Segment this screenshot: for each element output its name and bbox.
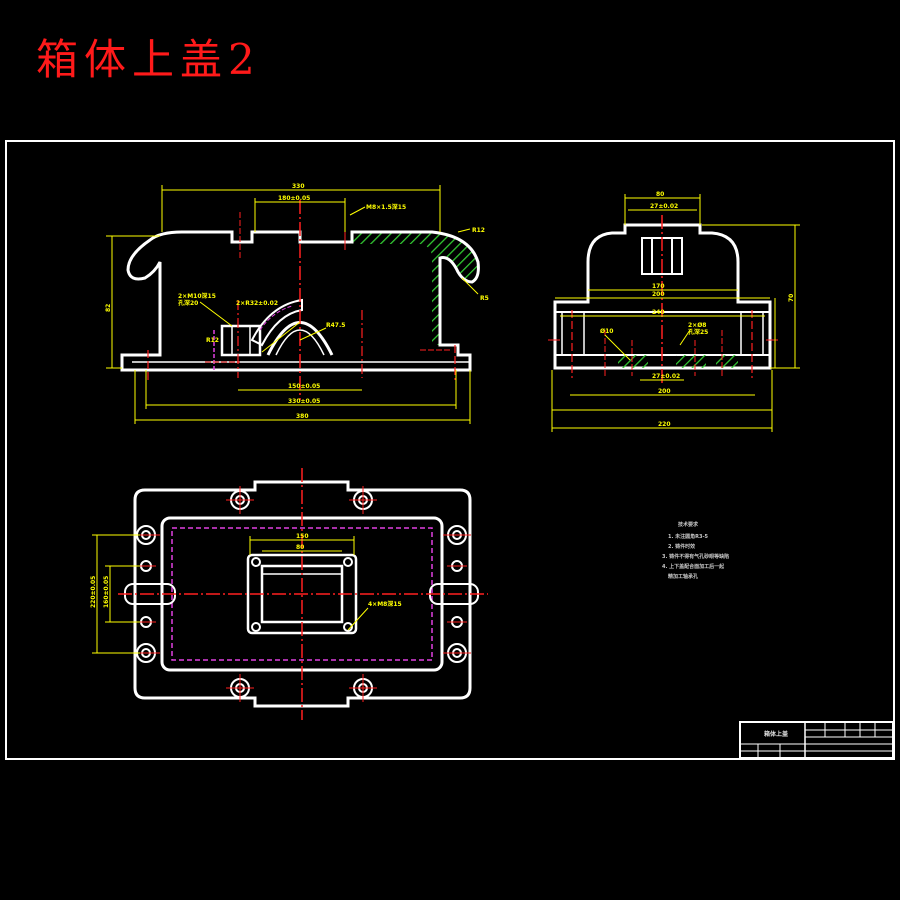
front-dim-r-right: R12 [472,227,485,234]
side-dim-top-tol: 27±0.02 [650,203,678,210]
tech-note-0: 技术要求 [678,521,699,528]
technical-requirements: 技术要求 1. 未注圆角R3-5 2. 铸件时效 3. 铸件不得有气孔砂眼等缺陷… [662,521,729,580]
side-view: 80 27±0.02 170 200 240 70 Ø10 2×Ø8 孔深25 … [548,191,800,432]
front-dim-r-lower: R5 [480,295,489,302]
drawing-title: 箱体上盖2 [36,35,261,84]
top-dim-inner-1: 150 [296,533,309,540]
front-leader-top: M8×1.5深15 [366,203,406,211]
front-view: 330 180±0.05 M8×1.5深15 R12 R5 82 2×M10深1… [105,183,489,424]
side-dim-bot-1: 200 [658,388,671,395]
top-hidden-outline [171,527,433,661]
front-dim-height-left: 82 [105,304,112,312]
front-dim-bottom-2: 330±0.05 [288,398,320,405]
front-rib [250,298,303,347]
front-dim-top-slot: 180±0.05 [278,195,310,202]
front-bore-note: 2×R32±0.02 [236,300,278,307]
title-block [739,721,894,759]
tech-note-2: 2. 铸件时效 [668,543,695,550]
tech-note-4: 4. 上下盖配合面加工后一起 [662,563,725,570]
side-dim-bot-tol: 27±0.02 [652,373,680,380]
side-dim-height: 70 [788,294,795,302]
side-dim-bot-2: 220 [658,421,671,428]
drawing-frame [5,140,895,760]
title-block-part-name: 箱体上盖 [764,730,788,738]
front-left-boss [220,324,262,357]
top-view: 150 80 220±0.05 160±0.05 4×M8深15 [90,468,488,720]
top-outer-outline [133,480,472,708]
tech-note-3: 3. 铸件不得有气孔砂眼等缺陷 [662,553,729,560]
side-dim-mid2: 200 [652,291,665,298]
side-note-right-2: 孔深25 [688,328,708,336]
front-boss-note-1: 2×M10深15 [178,292,216,300]
front-dim-top-overall: 330 [292,183,305,190]
front-dim-bottom-1: 150±0.05 [288,383,320,390]
front-hatch-section [352,232,479,345]
side-dim-mid: 170 [652,283,665,290]
front-dim-bottom-3: 380 [296,413,309,420]
side-note-right-1: 2×Ø8 [688,322,706,329]
front-arc-note: R47.5 [326,322,345,329]
top-dim-inner-2: 80 [296,544,304,551]
tech-note-1: 1. 未注圆角R3-5 [668,533,709,540]
top-dim-left-2: 160±0.05 [103,576,110,608]
side-outline [553,223,772,370]
top-dim-left-1: 220±0.05 [90,576,97,608]
front-bore-arc-inner [275,329,325,356]
side-dim-top: 80 [656,191,664,198]
side-dim-mid3: 240 [652,309,665,316]
front-outline [120,230,480,372]
front-boss-note-2: 孔深20 [178,299,198,307]
top-leader: 4×M8深15 [368,600,402,608]
front-hole-side: R12 [206,337,219,344]
tech-note-5: 精加工轴承孔 [668,573,698,580]
side-note-left: Ø10 [600,328,613,335]
